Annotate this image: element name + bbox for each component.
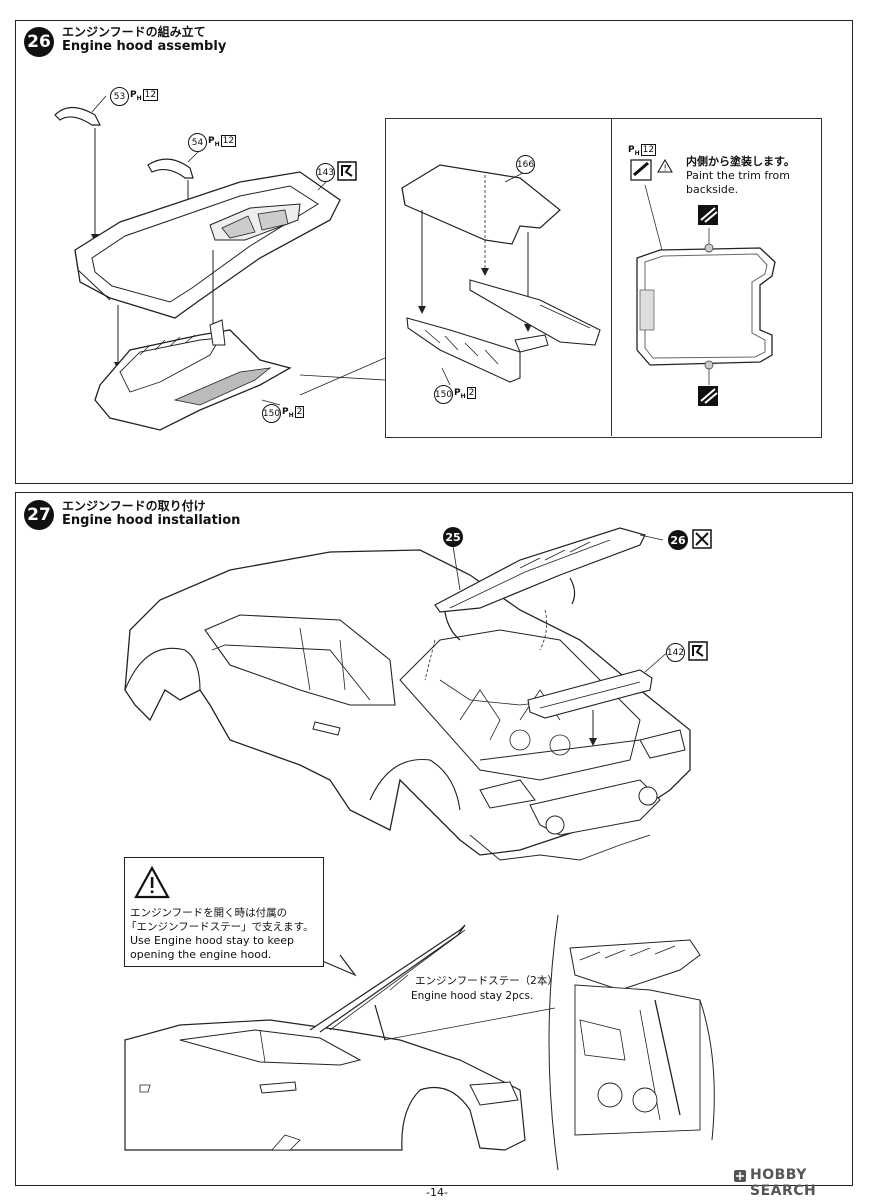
step-26-title-ja: エンジンフードの組み立て (62, 25, 206, 39)
page-number: -14- (426, 1186, 448, 1199)
warning-text-ja-1: エンジンフードを開く時は付属の (130, 907, 288, 919)
detail-inset-frame (385, 118, 822, 438)
inset-note-en-2: backside. (686, 183, 739, 196)
detail-inset-divider (611, 118, 612, 436)
part-150-label-b: 150 (434, 385, 453, 404)
part-53-label: 53 (110, 87, 129, 106)
part-150-label-a: 150 (262, 404, 281, 423)
inset-note-en-1: Paint the trim from (686, 169, 790, 182)
part-142-label: 142 (666, 643, 685, 662)
inset-note-ja: 内側から塗装します。 (686, 155, 795, 168)
step-26-badge: 26 (24, 27, 54, 57)
step-27-title-en: Engine hood installation (62, 513, 241, 528)
warning-text-en-2: opening the engine hood. (130, 948, 272, 961)
svg-text:!: ! (664, 164, 667, 173)
part-166-label: 166 (516, 155, 535, 174)
part-54-label: 54 (188, 133, 207, 152)
part-143-label: 143 (316, 163, 335, 182)
warning-text-ja-2: 「エンジンフードステー」で支えます。 (126, 921, 314, 933)
ref-step-26-marker: 26 (668, 530, 688, 550)
hobby-search-watermark: HOBBY SEARCH (750, 1167, 817, 1199)
hood-stay-label-ja: エンジンフードステー（2本） (415, 975, 558, 987)
hood-stay-label-en: Engine hood stay 2pcs. (411, 990, 534, 1002)
step-27-badge: 27 (24, 500, 54, 530)
warning-text-en-1: Use Engine hood stay to keep (130, 934, 294, 947)
ref-step-25-marker: 25 (443, 527, 463, 547)
step-26-title-en: Engine hood assembly (62, 39, 227, 54)
step-27-title-ja: エンジンフードの取り付け (62, 499, 206, 513)
warning-callout-box (124, 857, 324, 967)
